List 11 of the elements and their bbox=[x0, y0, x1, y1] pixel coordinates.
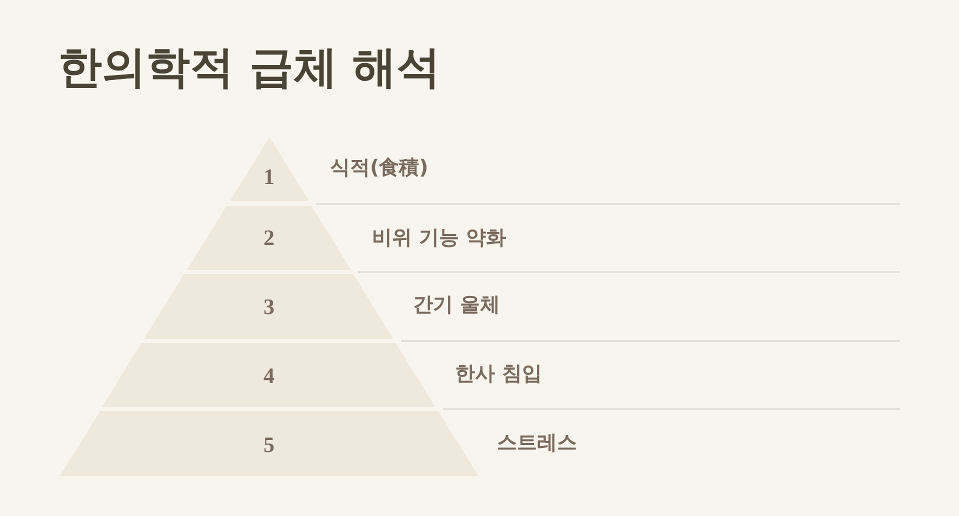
tier-number: 3 bbox=[263, 294, 274, 320]
tier-label: 식적(食積) bbox=[330, 154, 428, 180]
tier-label: 한사 침입 bbox=[455, 360, 542, 386]
tier-number: 2 bbox=[263, 225, 274, 251]
tier-label: 간기 울체 bbox=[413, 291, 500, 317]
tier-label: 비위 기능 약화 bbox=[372, 224, 506, 250]
tier-number: 5 bbox=[263, 432, 274, 458]
tier-number: 4 bbox=[263, 363, 274, 389]
tier-label: 스트레스 bbox=[497, 429, 577, 455]
title: 한의학적 급체 해석 bbox=[58, 41, 441, 95]
tier-number: 1 bbox=[263, 164, 274, 190]
